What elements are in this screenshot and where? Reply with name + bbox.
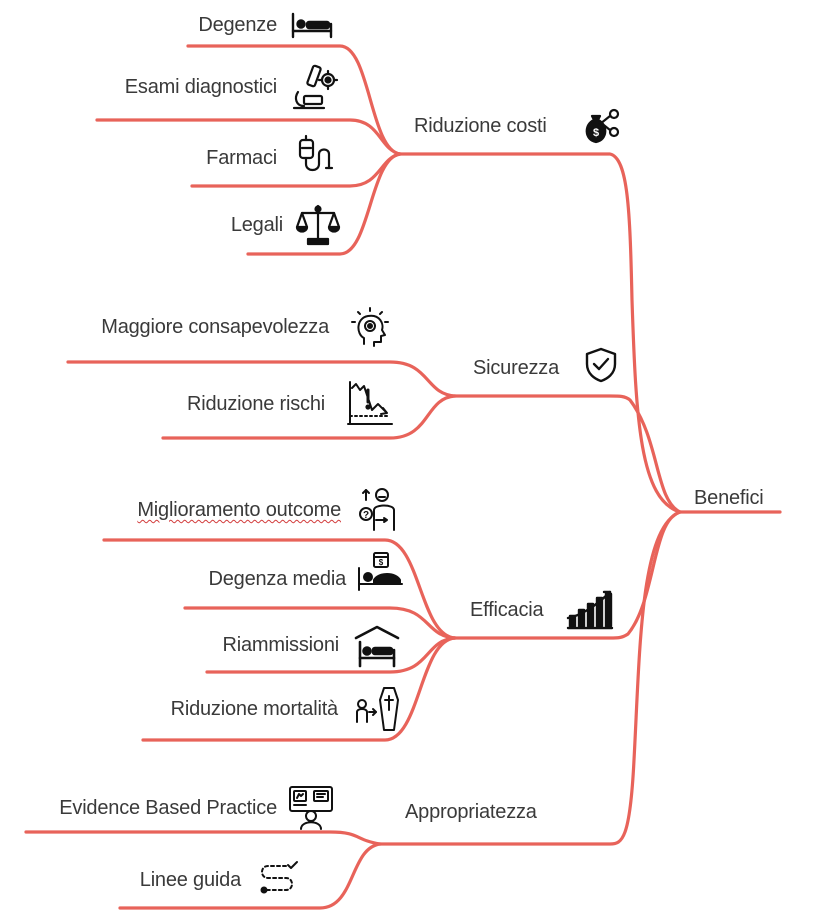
leaf-label-maggiore-consapevolezza: Maggiore consapevolezza bbox=[101, 316, 329, 338]
connector-maggiore-consapevolezza bbox=[66, 360, 457, 398]
connector-esami-diagnostici bbox=[95, 118, 402, 156]
root-label: Benefici bbox=[694, 487, 764, 509]
connector-miglioramento-outcome bbox=[102, 538, 457, 640]
iv-drip-icon bbox=[297, 134, 337, 174]
leaf-label-riduzione-mortalita: Riduzione mortalità bbox=[170, 698, 339, 720]
leaf-label-linee-guida: Linee guida bbox=[139, 869, 241, 891]
leaf-label-degenza-media: Degenza media bbox=[208, 568, 347, 590]
evidence-board-icon bbox=[288, 784, 334, 830]
connector-root-sicurezza bbox=[453, 394, 682, 514]
connector-root-riduzione-costi bbox=[398, 152, 682, 514]
leaf-label-esami-diagnostici: Esami diagnostici bbox=[124, 76, 277, 98]
connector-degenza-media bbox=[183, 606, 457, 640]
head-idea-icon bbox=[350, 306, 392, 348]
svg-text:$: $ bbox=[379, 558, 384, 567]
connector-riduzione-mortalita bbox=[141, 636, 457, 742]
leaf-label-degenze: Degenze bbox=[198, 14, 277, 36]
money-bag-scissors-icon: $ bbox=[580, 104, 622, 146]
scales-icon bbox=[295, 203, 341, 247]
patient-outcome-icon: ? bbox=[356, 486, 402, 532]
svg-text:$: $ bbox=[593, 127, 599, 139]
branch-label-appropriatezza: Appropriatezza bbox=[405, 801, 537, 823]
microscope-icon bbox=[290, 62, 340, 112]
connector-root-appropriatezza bbox=[378, 510, 682, 846]
hospital-bed-icon bbox=[290, 10, 334, 40]
shield-check-icon bbox=[583, 346, 619, 384]
connector-linee-guida bbox=[118, 842, 382, 910]
connector-riduzione-rischi bbox=[161, 394, 457, 440]
leaf-label-miglioramento-outcome: Miglioramento outcome bbox=[137, 499, 341, 521]
leaf-label-riammissioni: Riammissioni bbox=[222, 634, 339, 656]
leaf-label-legali: Legali bbox=[230, 214, 283, 236]
branch-label-sicurezza: Sicurezza bbox=[473, 357, 560, 379]
guideline-path-icon bbox=[256, 860, 300, 896]
leaf-label-evidence-based-practice: Evidence Based Practice bbox=[59, 797, 277, 819]
svg-text:?: ? bbox=[363, 510, 369, 521]
connector-evidence-based-practice bbox=[24, 830, 382, 846]
leaf-label-riduzione-rischi: Riduzione rischi bbox=[187, 393, 325, 415]
bed-calendar-icon: $ bbox=[356, 550, 406, 596]
leaf-label-farmaci: Farmaci bbox=[206, 147, 277, 169]
readmission-house-bed-icon bbox=[354, 624, 400, 668]
person-coffin-icon bbox=[354, 686, 400, 732]
branch-label-efficacia: Efficacia bbox=[470, 599, 544, 621]
branch-label-riduzione-costi: Riduzione costi bbox=[414, 115, 547, 137]
growth-bars-icon bbox=[566, 588, 614, 630]
risk-chart-icon bbox=[346, 380, 394, 428]
connector-legali bbox=[246, 152, 402, 256]
